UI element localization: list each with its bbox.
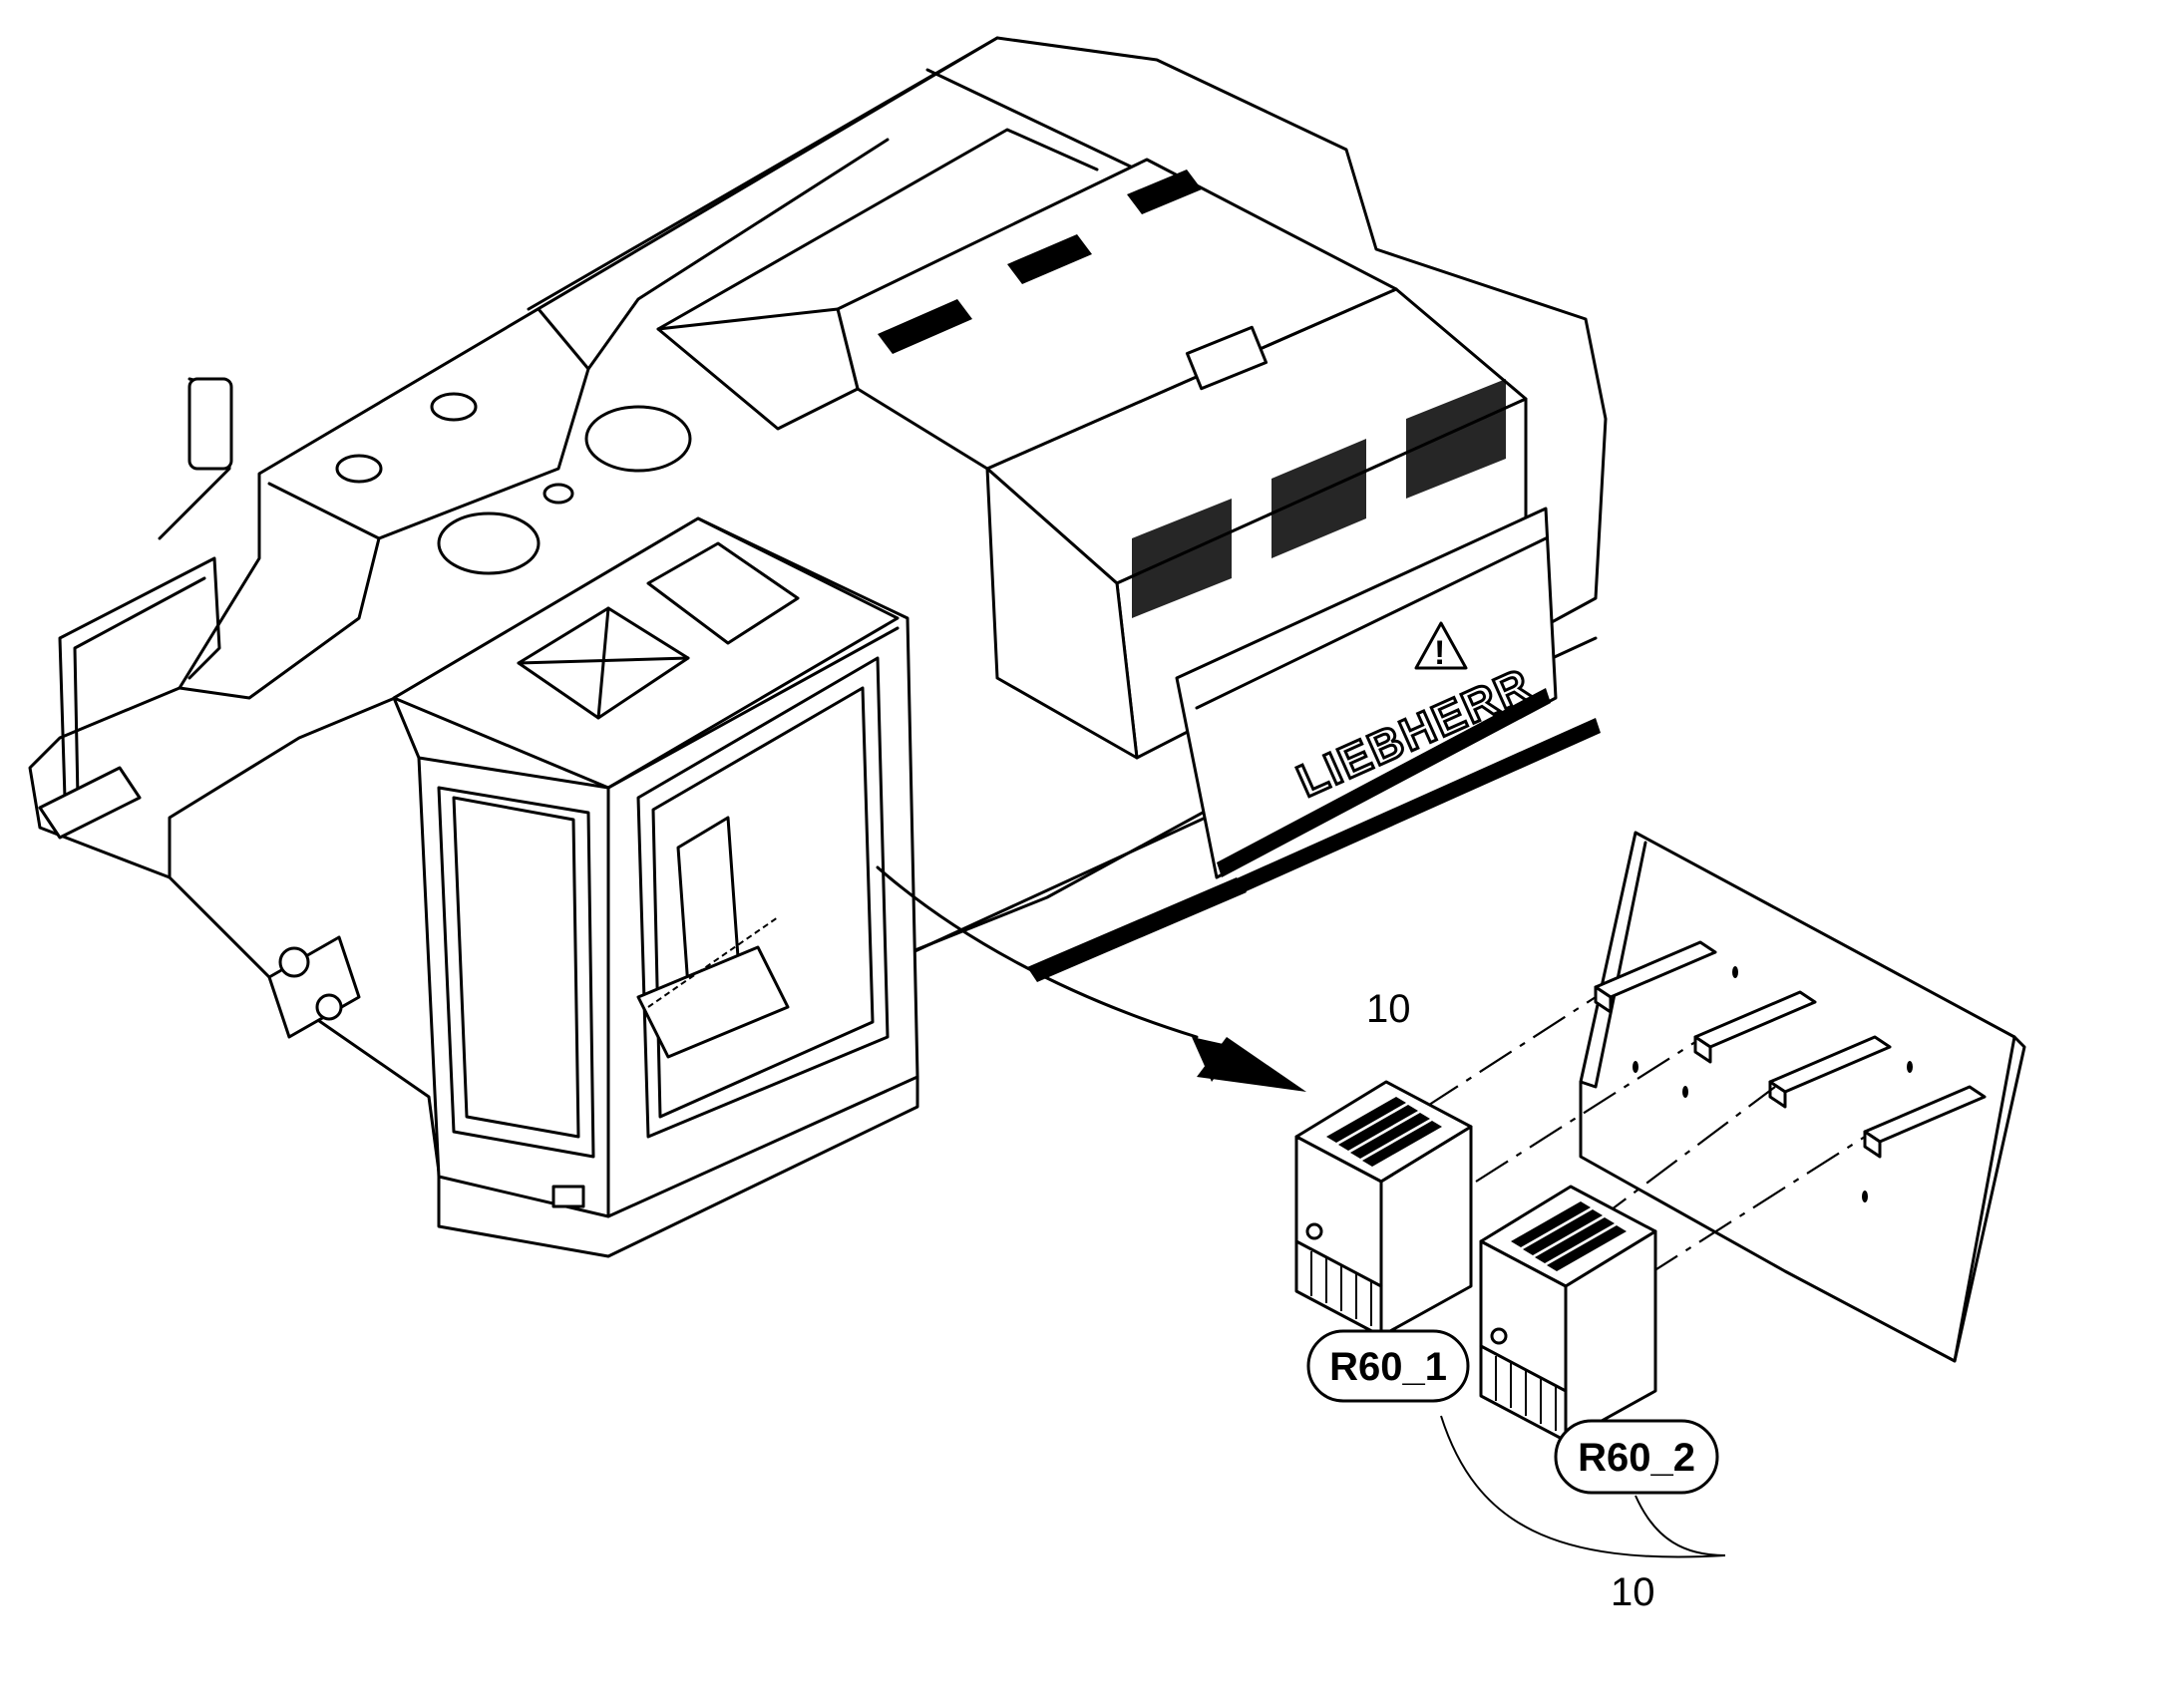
mounting-bracket-4 — [1863, 1085, 1987, 1159]
mounting-bracket-1 — [1594, 940, 1717, 1014]
operator-cab — [267, 516, 919, 1258]
assembly-lines — [1425, 996, 1866, 1277]
vent-grille-1 — [878, 170, 1202, 354]
callout-arrow-icon — [876, 865, 1306, 1092]
mounting-bracket-2 — [1693, 990, 1817, 1064]
warning-triangle-icon: ! — [1414, 621, 1468, 672]
part-tag-r60-2-label: R60_2 — [1578, 1436, 1695, 1480]
vent-grille-2 — [1132, 379, 1506, 618]
heater-grille-2 — [1511, 1201, 1627, 1271]
warning-symbol: ! — [1434, 634, 1445, 672]
heater-unit-r60-1 — [1294, 1080, 1473, 1338]
heater-unit-r60-2 — [1479, 1185, 1657, 1443]
part-tag-r60-2: R60_2 — [1554, 1419, 1719, 1495]
part-tag-r60-1: R60_1 — [1306, 1329, 1470, 1403]
heater-grille-1 — [1326, 1097, 1442, 1167]
mounting-plate — [1579, 831, 2026, 1363]
item-number-bottom: 10 — [1611, 1570, 1655, 1614]
part-tag-r60-1-label: R60_1 — [1329, 1345, 1447, 1389]
item-number-top: 10 — [1366, 987, 1411, 1031]
